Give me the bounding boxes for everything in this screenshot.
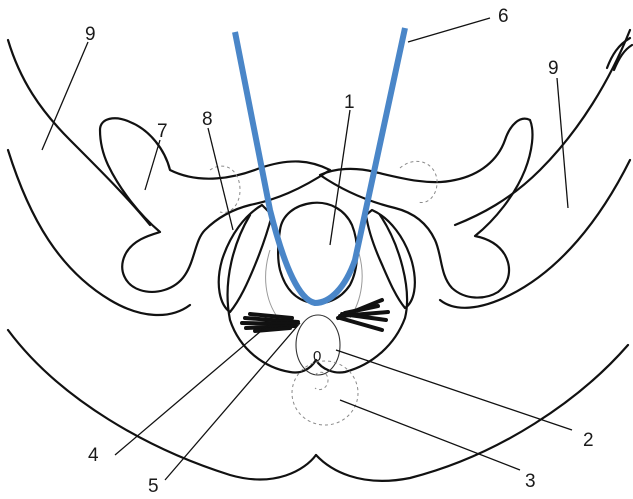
outer-curve-left [8,330,316,479]
right-hatch-marks [338,300,388,330]
leader-6 [408,18,490,42]
leader-7 [145,140,160,190]
left-dashed-contour [210,166,240,212]
left-flap [100,118,330,292]
leader-3 [340,400,520,470]
label-9-left: 9 [85,24,96,45]
right-thigh-lower [440,160,630,308]
label-5: 5 [148,476,159,497]
leader-2 [336,350,572,430]
leader-5 [165,323,300,480]
label-8: 8 [202,109,213,130]
small-mark: 0 [313,348,321,365]
leader-4 [115,325,268,455]
label-6: 6 [498,6,509,27]
label-7: 7 [157,121,168,142]
left-hatch-marks [242,314,298,331]
label-1: 1 [344,92,355,113]
label-9-right: 9 [548,58,559,79]
label-4: 4 [88,445,99,466]
anal-opening [296,315,340,375]
leader-9-right [557,78,568,208]
left-faint-arc [266,250,278,318]
corner-mark [607,38,630,68]
leader-1 [330,110,350,245]
central-lobe [278,203,357,304]
label-3: 3 [525,471,536,492]
label-2: 2 [583,430,594,451]
right-thigh-outline [455,30,630,225]
